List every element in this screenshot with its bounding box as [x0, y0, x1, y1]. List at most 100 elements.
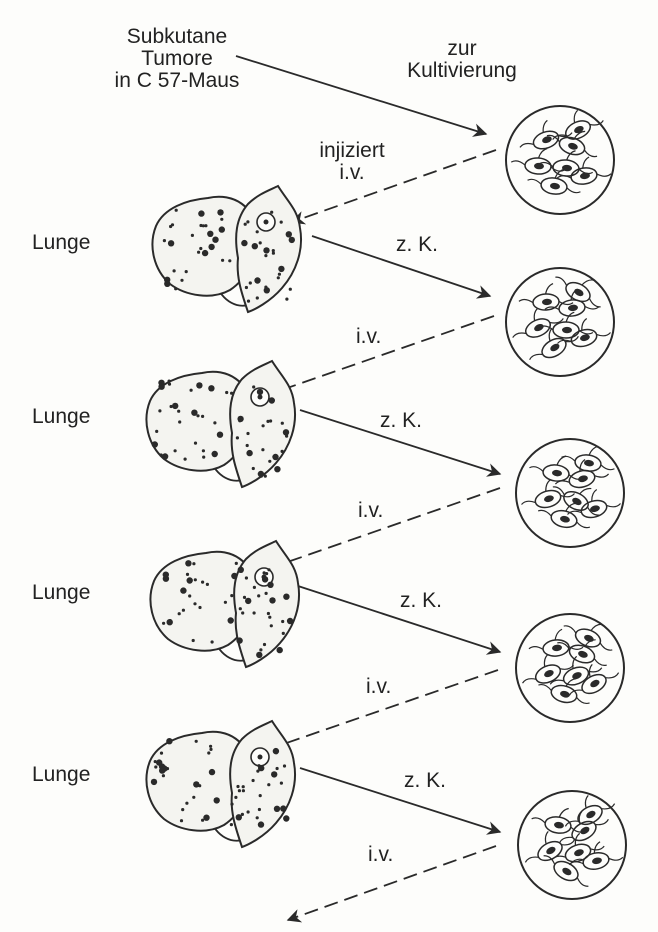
- metastasis-dot: [281, 620, 284, 623]
- metastasis-dot: [213, 421, 216, 424]
- metastasis-dot: [277, 647, 283, 653]
- metastasis-dot: [209, 769, 215, 775]
- metastasis-dot: [161, 765, 167, 771]
- metastasis-dot: [262, 576, 268, 582]
- metastasis-dot: [196, 382, 202, 388]
- metastasis-dot: [253, 611, 256, 614]
- metastasis-dot: [220, 218, 223, 221]
- metastasis-dot: [202, 449, 205, 452]
- metastasis-dot: [264, 254, 267, 257]
- metastasis-dot: [198, 606, 201, 609]
- metastasis-dot: [239, 607, 242, 610]
- culture-abbrev-1: z. K.: [396, 234, 438, 256]
- metastasis-dot: [152, 441, 158, 447]
- organ-label-1: Lunge: [32, 232, 90, 254]
- metastasis-dot: [280, 782, 283, 785]
- culture-abbrev-4: z. K.: [404, 770, 446, 792]
- culture-dish-4: [516, 611, 624, 722]
- metastasis-dot: [249, 281, 252, 284]
- metastasis-dot: [212, 451, 218, 457]
- metastasis-dot: [242, 789, 245, 792]
- metastasis-dot: [246, 220, 249, 223]
- metastasis-dot: [180, 279, 183, 282]
- metastasis-dot: [208, 385, 214, 391]
- metastasis-dot: [171, 223, 174, 226]
- source-line-3: in C 57-Maus: [92, 70, 262, 92]
- metastasis-dot: [266, 420, 269, 423]
- metastasis-dot: [257, 764, 260, 767]
- metastasis-dot: [206, 583, 209, 586]
- metastasis-dot: [289, 288, 292, 291]
- metastasis-dot: [257, 594, 260, 597]
- metastasis-dot: [245, 576, 248, 579]
- metastasis-dot: [275, 751, 278, 754]
- lung-4: [146, 721, 295, 847]
- culture-dish-3: [516, 439, 624, 547]
- metastasis-dot: [228, 617, 234, 623]
- culture-dishes-layer: [506, 102, 626, 899]
- metastasis-dot: [269, 597, 275, 603]
- metastasis-dot: [173, 269, 176, 272]
- metastasis-dot: [185, 802, 188, 805]
- culture-dish-2: [506, 263, 614, 376]
- arrow-injection-2: [276, 488, 500, 566]
- metastasis-dot: [257, 389, 263, 395]
- metastasis-dot: [177, 410, 180, 413]
- metastasis-dot: [228, 259, 231, 262]
- metastasis-dot: [178, 612, 181, 615]
- metastasis-dot: [175, 209, 178, 212]
- metastasis-dot: [158, 384, 164, 390]
- lungs-layer: [146, 186, 301, 847]
- metastasis-dot: [174, 287, 177, 290]
- metastasis-dot: [267, 582, 273, 588]
- metastasis-dot: [238, 789, 241, 792]
- arrow-injection-1: [270, 316, 494, 394]
- metastasis-dot: [280, 805, 286, 811]
- lung-nodule-core: [258, 395, 263, 400]
- metastasis-dot: [178, 420, 181, 423]
- metastasis-dot: [208, 244, 214, 250]
- metastasis-dot: [256, 296, 259, 299]
- metastasis-dot: [168, 383, 171, 386]
- lung-nodule-core: [264, 220, 269, 225]
- metastasis-dot: [194, 442, 197, 445]
- metastasis-dot: [247, 300, 250, 303]
- metastasis-dot: [162, 774, 165, 777]
- metastasis-dot: [270, 624, 273, 627]
- metastasis-dot: [185, 560, 191, 566]
- organ-label-3: Lunge: [32, 582, 90, 604]
- metastasis-dot: [164, 281, 170, 287]
- organ-label-4: Lunge: [32, 764, 90, 786]
- arrow-to-culture-4: [300, 768, 500, 832]
- metastasis-dot: [256, 230, 259, 233]
- metastasis-dot: [253, 586, 256, 589]
- metastasis-dot: [246, 444, 249, 447]
- metastasis-dot: [191, 234, 194, 237]
- metastasis-dot: [168, 380, 171, 383]
- lung-right-lobe: [234, 541, 299, 667]
- metastasis-dot: [181, 808, 184, 811]
- metastasis-dot: [163, 239, 166, 242]
- culture-dish-5: [518, 786, 626, 899]
- metastasis-dot: [265, 572, 268, 575]
- culture-label: zur Kultivierung: [392, 38, 532, 82]
- metastasis-dot: [252, 779, 255, 782]
- metastasis-dot: [162, 622, 165, 625]
- metastasis-dot: [192, 796, 195, 799]
- metastasis-dot: [287, 618, 293, 624]
- metastasis-dot: [174, 449, 177, 452]
- metastasis-dot: [263, 643, 266, 646]
- metastasis-dot: [230, 594, 233, 597]
- metastasis-dot: [192, 562, 195, 565]
- source-label: Subkutane Tumore in C 57-Maus: [92, 26, 262, 92]
- metastasis-dot: [256, 770, 259, 773]
- iv-label-2: i.v.: [358, 500, 383, 522]
- metastasis-dot: [246, 450, 252, 456]
- metastasis-dot: [186, 573, 189, 576]
- iv-label-3: i.v.: [366, 676, 391, 698]
- metastasis-dot: [209, 748, 212, 751]
- first-injection-label: injiziert i.v.: [292, 140, 412, 184]
- metastasis-dot: [265, 592, 268, 595]
- metastasis-dot: [154, 765, 157, 768]
- metastasis-dot: [271, 771, 277, 777]
